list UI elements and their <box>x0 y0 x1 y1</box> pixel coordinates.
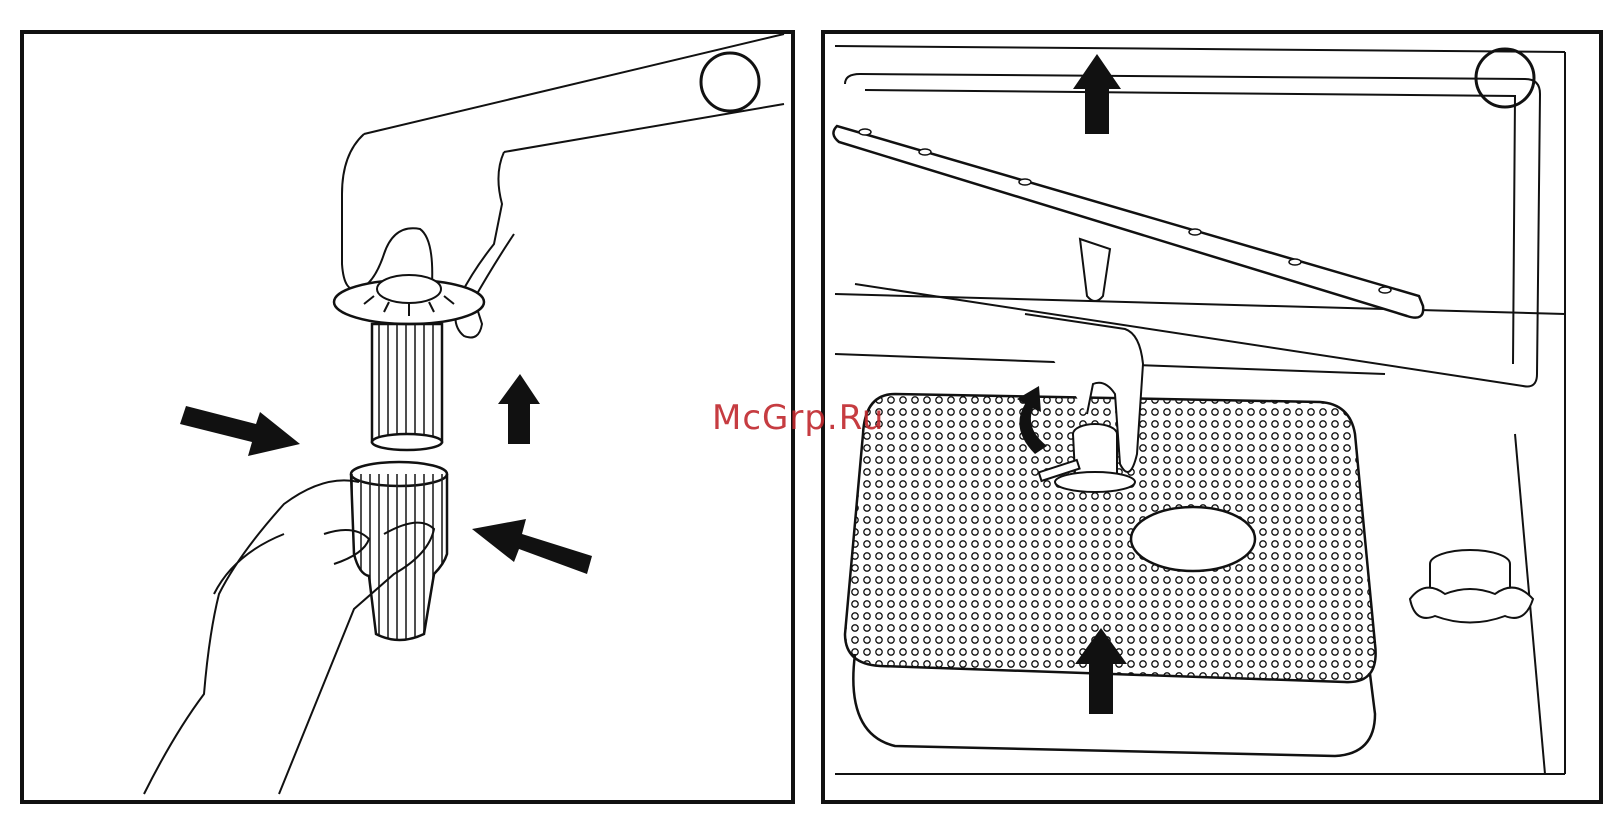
left-panel <box>20 30 795 804</box>
lower-filter-cup <box>351 474 447 640</box>
arrow-left-diagonal <box>180 406 300 456</box>
spray-arm-hub <box>1080 239 1110 301</box>
side-cap-flange <box>1410 588 1533 623</box>
upper-filter-cylinder <box>372 324 442 442</box>
filter-drain-hole <box>1131 507 1255 571</box>
step-marker-circle <box>701 53 759 111</box>
upper-filter-bottom <box>372 434 442 450</box>
filter-removal-illustration <box>24 34 791 800</box>
arrow-right-diagonal <box>472 519 592 574</box>
spray-arm-removal-illustration <box>825 34 1599 800</box>
filter-flange <box>1055 472 1135 492</box>
arrow-up <box>498 374 540 444</box>
arrow-up-top <box>1073 54 1121 134</box>
filter-cap-hub <box>377 275 441 303</box>
right-panel <box>821 30 1603 804</box>
